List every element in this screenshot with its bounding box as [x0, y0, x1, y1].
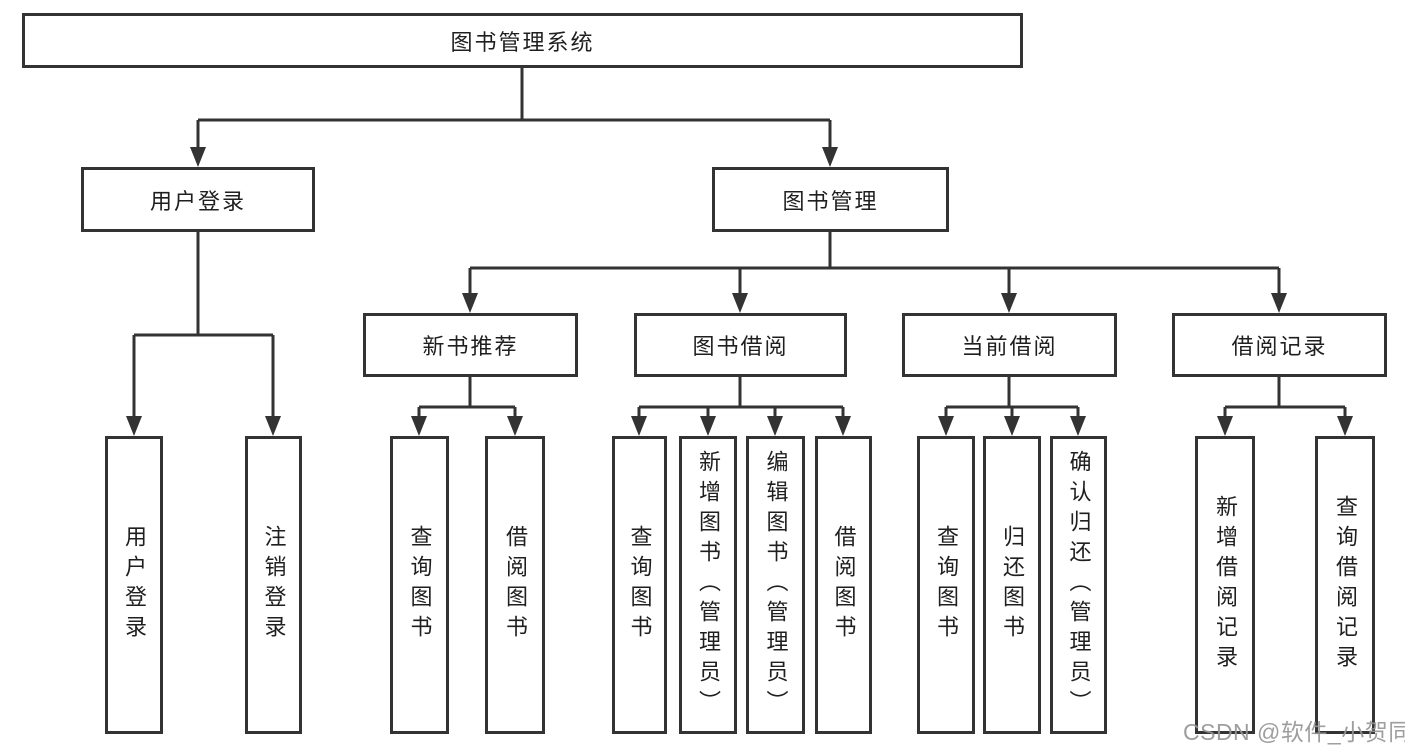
node-root-label: 图书管理系统 — [450, 29, 595, 55]
connector-new-book — [417, 377, 517, 419]
node-user-login: 用户登录 — [81, 167, 315, 232]
node-borrow-records-label: 借阅记录 — [1231, 334, 1328, 359]
leaf-add-books-admin-label: 新增图书（管理员） — [696, 450, 721, 720]
arrowheads — [126, 147, 1353, 436]
leaf-query-books-recommend: 查询图书 — [390, 436, 449, 734]
node-current-borrow: 当前借阅 — [902, 313, 1117, 377]
node-new-book-recommend-label: 新书推荐 — [422, 334, 519, 359]
leaf-return-books-label: 归还图书 — [1000, 525, 1025, 645]
leaf-query-borrow-record-label: 查询借阅记录 — [1333, 495, 1358, 675]
node-new-book-recommend: 新书推荐 — [363, 313, 578, 377]
leaf-borrow-books-label: 借阅图书 — [831, 525, 857, 645]
node-user-login-label: 用户登录 — [149, 188, 246, 214]
leaf-logout-label: 注销登录 — [261, 525, 287, 645]
leaf-edit-books-admin: 编辑图书（管理员） — [746, 436, 805, 734]
leaf-confirm-return-admin-label: 确认归还（管理员） — [1066, 450, 1092, 720]
leaf-query-books-current: 查询图书 — [917, 436, 975, 734]
leaf-add-books-admin: 新增图书（管理员） — [679, 436, 737, 734]
leaf-return-books: 归还图书 — [983, 436, 1041, 734]
leaf-query-books-borrow-label: 查询图书 — [627, 525, 653, 645]
connector-current-borrow — [944, 377, 1080, 419]
node-book-borrow: 图书借阅 — [634, 313, 847, 377]
leaf-add-borrow-record-label: 新增借阅记录 — [1213, 495, 1238, 675]
node-book-borrow-label: 图书借阅 — [692, 334, 789, 359]
node-book-management-label: 图书管理 — [782, 188, 879, 214]
leaf-user-login-label: 用户登录 — [122, 525, 147, 645]
node-borrow-records: 借阅记录 — [1172, 313, 1387, 377]
watermark: CSDN @软件_小贺同学 — [1183, 719, 1405, 745]
leaf-borrow-books: 借阅图书 — [815, 436, 872, 734]
leaf-add-borrow-record: 新增借阅记录 — [1195, 436, 1255, 734]
leaf-borrow-books-recommend-label: 借阅图书 — [503, 525, 528, 645]
node-root: 图书管理系统 — [22, 13, 1023, 68]
leaf-query-books-borrow: 查询图书 — [612, 436, 667, 734]
connector-root — [196, 68, 832, 150]
leaf-query-borrow-record: 查询借阅记录 — [1315, 436, 1375, 734]
leaf-query-books-recommend-label: 查询图书 — [407, 525, 433, 645]
leaf-logout: 注销登录 — [245, 436, 302, 734]
leaf-borrow-books-recommend: 借阅图书 — [485, 436, 545, 734]
connector-user-login — [132, 232, 275, 419]
node-current-borrow-label: 当前借阅 — [961, 334, 1058, 359]
connector-book-management — [468, 232, 1281, 296]
leaf-confirm-return-admin: 确认归还（管理员） — [1050, 436, 1107, 734]
leaf-user-login: 用户登录 — [105, 436, 163, 734]
node-book-management: 图书管理 — [712, 167, 949, 232]
connector-borrow-records — [1223, 377, 1347, 419]
leaf-query-books-current-label: 查询图书 — [934, 525, 959, 645]
leaf-edit-books-admin-label: 编辑图书（管理员） — [763, 450, 789, 720]
connector-book-borrow — [637, 377, 845, 419]
